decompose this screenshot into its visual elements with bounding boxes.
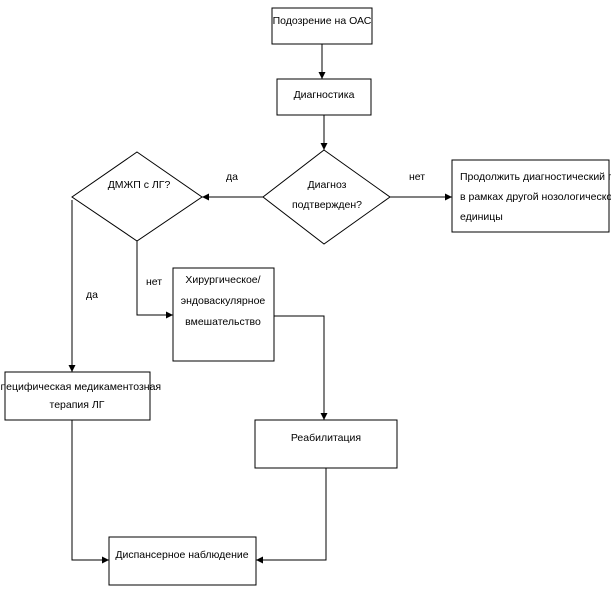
node-continue-search (451, 159, 610, 233)
node-suspicion (271, 7, 373, 45)
edge-surgery-to-rehab (274, 315, 328, 420)
node-surgery-label-3: вмешательство (185, 316, 261, 328)
node-rehabilitation-label: Реабилитация (291, 432, 361, 444)
node-suspicion-label: Подозрение на ОАС (273, 15, 372, 27)
node-diagnosis-confirmed-label-1: Диагноз (308, 179, 347, 191)
edge-label-vsd-yes: да (86, 289, 98, 301)
node-surgery-label-1: Хирургическое/ (185, 274, 260, 286)
node-dispensary (108, 536, 257, 586)
node-diagnostics-label: Диагностика (294, 89, 355, 101)
node-diagnostics (276, 78, 372, 116)
node-diagnosis-confirmed-label-2: подтвержден? (292, 199, 362, 211)
node-continue-search-label-3: единицы (460, 211, 503, 223)
edge-label-confirmed-yes: да (226, 171, 238, 183)
node-dispensary-label: Диспансерное наблюдение (115, 549, 248, 561)
node-surgery (172, 267, 275, 362)
edge-label-confirmed-no: нет (409, 171, 425, 183)
edge-therapy-to-dispensary (71, 420, 109, 564)
node-surgery-label-2: эндоваскулярное (181, 295, 266, 307)
node-continue-search-label-1: Продолжить диагностический поиск (460, 171, 611, 183)
edge-label-vsd-no: нет (146, 276, 162, 288)
edge-rehab-to-dispensary (256, 468, 327, 564)
node-rehabilitation (254, 419, 398, 469)
node-vsd-lg (71, 151, 203, 242)
node-continue-search-label-2: в рамках другой нозологической (460, 191, 611, 203)
node-vsd-lg-label: ДМЖП с ЛГ? (108, 179, 171, 191)
node-specific-therapy-label-1: Специфическая медикаментозная (0, 381, 161, 393)
edge-vsd-no (136, 241, 173, 319)
node-specific-therapy (4, 371, 151, 421)
node-diagnosis-confirmed (262, 149, 391, 245)
node-specific-therapy-label-2: терапия ЛГ (50, 399, 105, 411)
